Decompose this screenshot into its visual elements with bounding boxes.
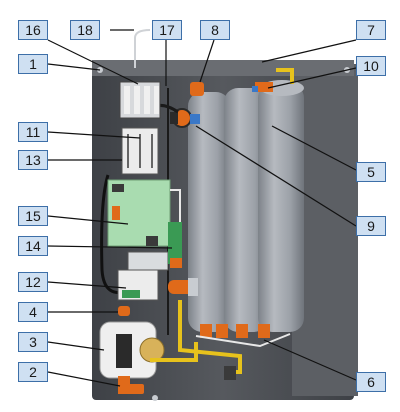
- pump-motor: [116, 334, 132, 368]
- temperature-sensor: [118, 306, 130, 316]
- callout-11: 11: [18, 122, 48, 142]
- callout-6: 6: [356, 372, 386, 392]
- callout-10: 10: [356, 56, 386, 76]
- pump: [100, 322, 164, 378]
- board-chip: [112, 184, 124, 192]
- callout-12: 12: [18, 272, 48, 292]
- element-terminal: [258, 324, 270, 338]
- board-connector: [112, 206, 120, 220]
- valve-sensor: [190, 114, 200, 124]
- callout-18: 18: [70, 20, 100, 40]
- contactor-terminal: [122, 290, 140, 298]
- callout-13: 13: [18, 150, 48, 170]
- callout-14: 14: [18, 236, 48, 256]
- inlet-fitting: [224, 366, 236, 380]
- green-connector: [168, 222, 182, 264]
- terminal-pin: [144, 86, 150, 114]
- callout-3: 3: [18, 332, 48, 352]
- callout-4: 4: [18, 302, 48, 322]
- callout-9: 9: [356, 216, 386, 236]
- element-terminal: [216, 324, 228, 338]
- connector-plug: [170, 258, 182, 268]
- coupling-collar: [188, 278, 198, 296]
- heating-tanks: [188, 80, 304, 332]
- contactor: [118, 270, 158, 300]
- drain-tap: [128, 384, 144, 394]
- flow-coupling: [168, 278, 198, 296]
- heating-tank: [258, 84, 304, 332]
- top-fitting: [190, 82, 204, 96]
- outlet-sensor: [252, 86, 258, 92]
- housing-top-rim: [92, 60, 354, 76]
- mount-hole: [152, 395, 158, 401]
- callout-8: 8: [200, 20, 230, 40]
- callout-17: 17: [152, 20, 182, 40]
- board-chip: [146, 236, 158, 246]
- terminal-pin: [134, 86, 140, 114]
- callout-7: 7: [356, 20, 386, 40]
- terminal-pin: [124, 86, 130, 114]
- callout-15: 15: [18, 206, 48, 226]
- connector-strip: [128, 252, 168, 270]
- valve-body: [170, 112, 178, 124]
- element-terminal: [236, 324, 248, 338]
- callout-1: 1: [18, 54, 48, 74]
- terminal-pin: [154, 86, 159, 114]
- leader-line-7: [262, 40, 356, 62]
- callout-5: 5: [356, 162, 386, 182]
- callout-2: 2: [18, 362, 48, 382]
- callout-16: 16: [18, 20, 48, 40]
